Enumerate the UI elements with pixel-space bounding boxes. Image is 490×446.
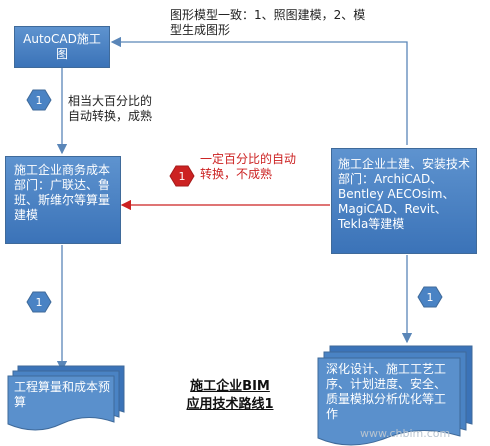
title-line-2: 应用技术路线1 bbox=[186, 397, 274, 412]
node-deepen: 深化设计、施工工艺工序、计划进度、安全、质量模拟分析优化等工作 bbox=[326, 362, 454, 422]
edge-top-arrow bbox=[110, 36, 408, 145]
node-commerce-text: 施工企业商务成本部门：广联达、鲁班、斯维尔等算量建模 bbox=[14, 163, 111, 222]
badge-shape-4 bbox=[169, 165, 195, 187]
node-cost: 工程算量和成本预算 bbox=[14, 380, 110, 410]
badge-shape-3 bbox=[417, 286, 443, 308]
cost-doc-stack bbox=[7, 365, 125, 431]
badge-2: 1 bbox=[35, 296, 43, 309]
badge-1: 1 bbox=[35, 94, 43, 107]
badge-4: 1 bbox=[178, 170, 186, 183]
node-autocad: AutoCAD施工图 bbox=[14, 26, 110, 68]
edge-left-label: 相当大百分比的自动转换，成熟 bbox=[68, 94, 153, 123]
badge-shape-1 bbox=[26, 89, 52, 111]
title-line-1: 施工企业BIM bbox=[190, 379, 270, 394]
edge-top-label: 图形模型一致：1、照图建模，2、模型生成图形 bbox=[170, 8, 366, 37]
node-deepen-text: 深化设计、施工工艺工序、计划进度、安全、质量模拟分析优化等工作 bbox=[326, 362, 447, 421]
node-civil-text: 施工企业土建、安装技术部门：ArchiCAD、Bentley AECOsim、M… bbox=[338, 157, 471, 231]
watermark: www.chbim.com bbox=[360, 427, 451, 440]
deepen-doc-stack bbox=[317, 345, 473, 446]
diagram-title: 施工企业BIM 应用技术路线1 bbox=[170, 378, 290, 414]
badge-3: 1 bbox=[426, 291, 434, 304]
badge-shape-2 bbox=[26, 291, 52, 313]
node-commerce: 施工企业商务成本部门：广联达、鲁班、斯维尔等算量建模 bbox=[5, 156, 121, 244]
node-civil: 施工企业土建、安装技术部门：ArchiCAD、Bentley AECOsim、M… bbox=[331, 148, 477, 254]
node-cost-text: 工程算量和成本预算 bbox=[14, 380, 111, 409]
edge-red-label: 一定百分比的自动转换，不成熟 bbox=[200, 152, 297, 181]
node-autocad-text: AutoCAD施工图 bbox=[23, 32, 101, 61]
